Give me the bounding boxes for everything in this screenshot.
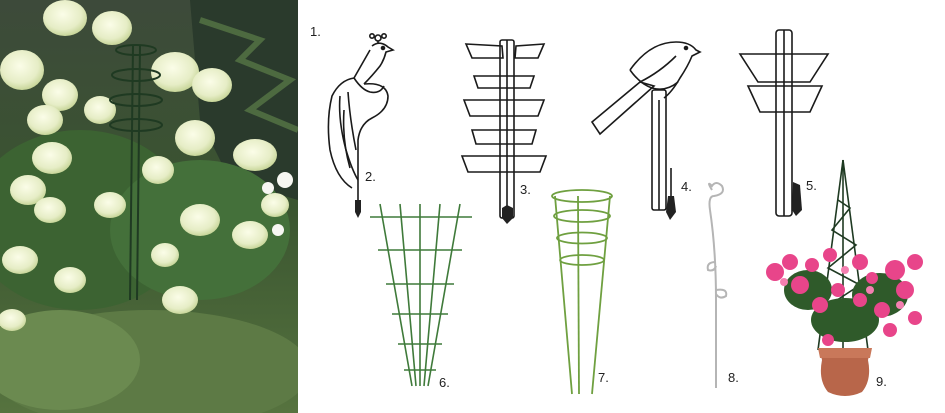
label-1: 1. — [310, 24, 321, 39]
label-4: 4. — [681, 179, 692, 194]
label-8: 8. — [728, 370, 739, 385]
label-7: 7. — [598, 370, 609, 385]
ladder-support-icon — [460, 39, 548, 219]
label-5: 5. — [806, 178, 817, 193]
fan-trellis-icon — [370, 203, 472, 387]
bird-support-icon — [590, 41, 702, 211]
label-3: 3. — [520, 182, 531, 197]
label-2: 2. — [365, 169, 376, 184]
fan-support-icon — [738, 29, 830, 217]
label-6: 6. — [439, 375, 450, 390]
label-9: 9. — [876, 374, 887, 389]
peacock-support-icon — [327, 32, 395, 208]
cone-ring-support-icon — [551, 189, 613, 395]
spiral-stake-icon — [706, 182, 728, 388]
obelisk-pot-icon — [766, 159, 923, 396]
garden-photo — [0, 0, 298, 413]
